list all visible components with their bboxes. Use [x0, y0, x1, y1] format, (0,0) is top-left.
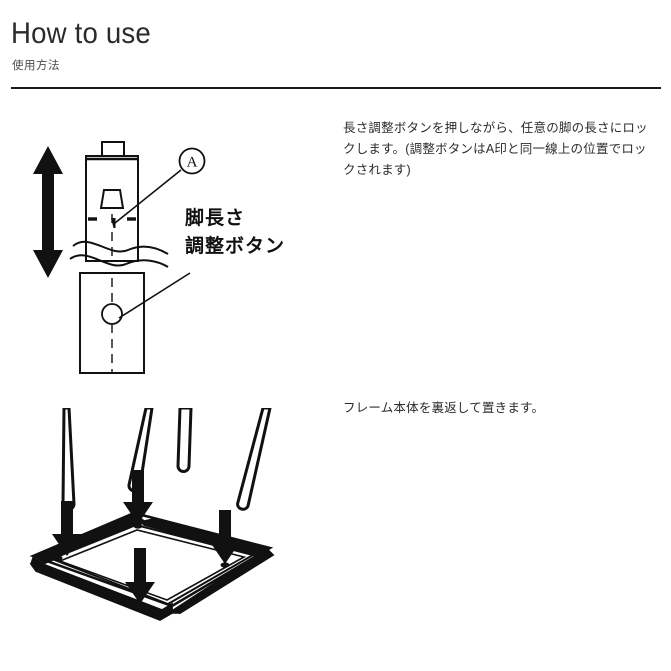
callout-line-2: 調整ボタン	[185, 236, 286, 257]
page-header: How to use 使用方法	[0, 0, 671, 92]
marker-a-icon: A	[178, 147, 206, 175]
frame-legs	[61, 408, 272, 511]
frame-mounting-holes	[53, 523, 230, 609]
frame-upside-down-diagram	[20, 408, 325, 653]
header-divider	[11, 87, 661, 89]
page-subtitle: 使用方法	[12, 60, 60, 72]
leg-adjust-button-callout: 脚長さ 調整ボタン	[185, 205, 285, 261]
svg-text:A: A	[187, 155, 198, 171]
callout-line-1: 脚長さ	[185, 208, 246, 229]
insert-direction-arrows	[52, 470, 240, 604]
page-title: How to use	[11, 17, 151, 50]
up-down-arrow-icon	[33, 146, 63, 278]
leg-length-adjustment-diagram: A 脚長さ 調整ボタン	[18, 128, 328, 378]
step-2-instruction-text: フレーム本体を裏返して置きます。	[343, 401, 545, 415]
step-1-instruction-text: 長さ調整ボタンを押しながら、任意の脚の長さにロックします。(調整ボタンはA印と同…	[343, 121, 648, 177]
